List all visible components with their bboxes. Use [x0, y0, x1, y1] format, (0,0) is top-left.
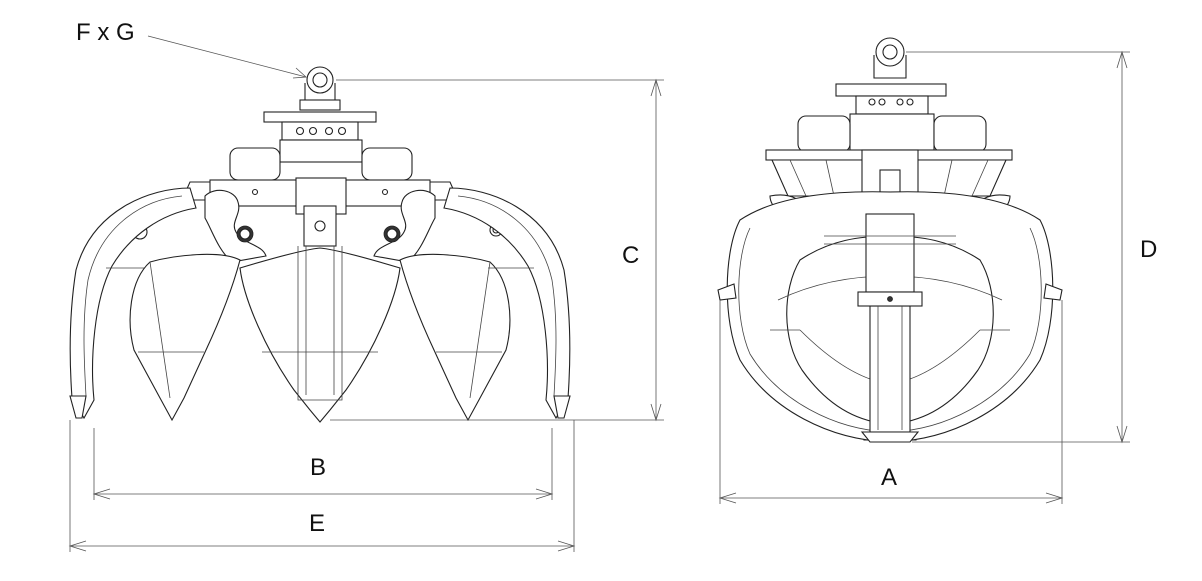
label-b: B	[310, 454, 326, 481]
label-fg: F x G	[76, 19, 135, 46]
label-c: C	[622, 242, 639, 269]
dimension-lines	[68, 35, 1130, 552]
label-a: A	[881, 464, 897, 491]
grapple-side-view	[717, 37, 1063, 443]
label-e: E	[309, 510, 325, 537]
grapple-front-view	[69, 66, 571, 423]
label-d: D	[1140, 236, 1157, 263]
